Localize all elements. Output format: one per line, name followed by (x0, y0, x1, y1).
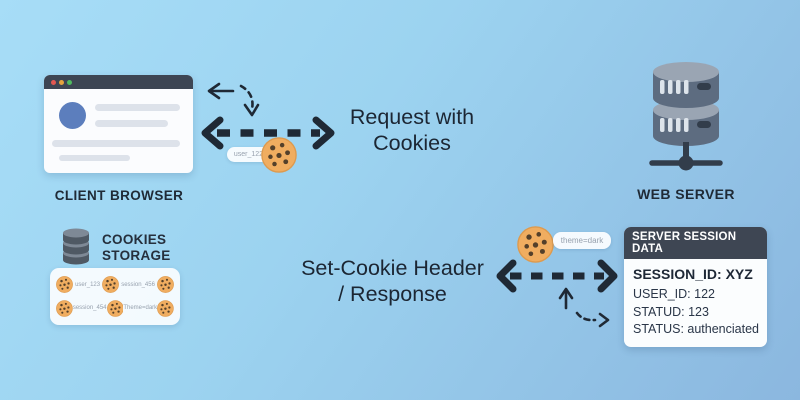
response-label: Set-Cookie Header / Response (285, 255, 500, 307)
browser-content (44, 89, 193, 173)
placeholder-line (59, 155, 130, 161)
cookies-storage-label: COOKIES STORAGE (102, 232, 171, 263)
curved-down-arrow-icon (239, 84, 260, 117)
response-dashed-arrow-icon (496, 259, 618, 293)
cookie-icon (261, 137, 297, 173)
response-label-line1: Set-Cookie Header (301, 256, 484, 280)
session-id-row: SESSION_ID: XYZ (633, 266, 753, 282)
cookie-icon (56, 276, 73, 294)
request-arrows-icon (201, 82, 335, 150)
browser-titlebar (44, 75, 193, 89)
curved-right-arrow-icon (575, 311, 610, 328)
cookie-icon (157, 299, 174, 317)
up-arrow-icon (558, 287, 574, 310)
web-server-label: WEB SERVER (637, 186, 735, 202)
avatar (59, 102, 86, 129)
traffic-light-yellow-icon (59, 79, 64, 85)
cookie-icon (157, 276, 174, 294)
cookies-storage-label-line2: STORAGE (102, 247, 171, 263)
cookie-icon (56, 299, 73, 317)
session-field-user-id: USER_ID: 122 (633, 287, 715, 301)
cookie-row: user_123 session_456 (56, 276, 174, 294)
cookie-tag-pill: theme=dark (553, 232, 611, 249)
cookie-tag: user_123 (75, 281, 101, 288)
cookie-row: session_454 Theme=dark (56, 299, 174, 317)
cookie-tag-pill: user_122 (227, 147, 270, 162)
traffic-light-green-icon (67, 79, 72, 85)
placeholder-line (95, 104, 180, 111)
session-field-status: STATUS: authenciated (633, 322, 759, 336)
cookie-tag: Theme=dark (123, 305, 158, 312)
traffic-light-red-icon (51, 79, 56, 85)
database-icon (63, 228, 89, 265)
session-panel-body: SESSION_ID: XYZ USER_ID: 122 STATUD: 123… (624, 259, 767, 347)
request-dashed-arrow-icon (201, 116, 335, 150)
request-label: Request with Cookies (328, 104, 496, 156)
browser-window (44, 75, 193, 173)
cookies-storage-label-line1: COOKIES (102, 232, 167, 247)
session-panel: SERVER SESSION DATA SESSION_ID: XYZ USER… (624, 227, 767, 347)
cookie-icon (106, 299, 124, 317)
placeholder-line (52, 140, 180, 147)
placeholder-line (95, 120, 168, 127)
cookie-tag: session_456 (121, 281, 155, 288)
server-icon (649, 62, 723, 171)
cookie-tag: session_454 (72, 305, 107, 312)
request-label-line2: Cookies (373, 131, 451, 155)
request-label-line1: Request with (349, 105, 475, 129)
cookie-tag: user_122 (233, 151, 264, 158)
session-panel-header: SERVER SESSION DATA (624, 227, 767, 259)
cookie-icon (102, 276, 120, 294)
response-label-line2: / Response (338, 282, 447, 306)
cookies-panel: user_123 session_456 session_454 Theme=d… (50, 268, 180, 325)
cookie-tag: theme=dark (560, 236, 604, 245)
session-field-statud: STATUD: 123 (633, 304, 709, 319)
left-arrow-icon (207, 82, 235, 100)
client-browser-label: CLIENT BROWSER (54, 188, 184, 203)
response-arrows-icon (496, 259, 618, 328)
